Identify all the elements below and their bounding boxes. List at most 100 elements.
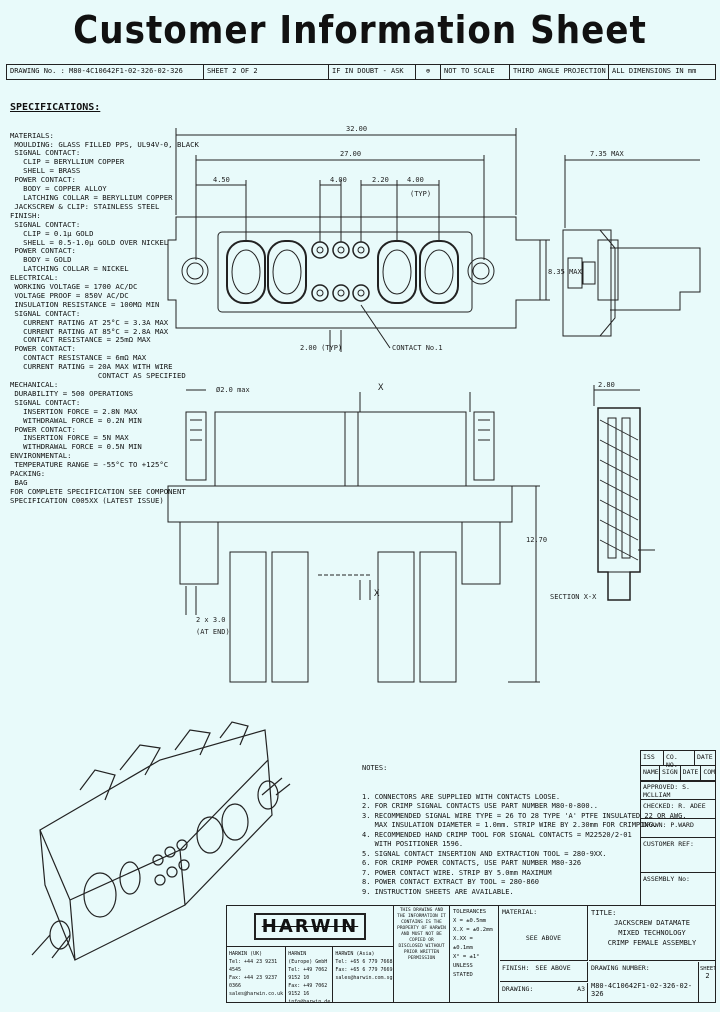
dim-32: 32.00 bbox=[346, 125, 367, 133]
note-line: 4. RECOMMENDED HAND CRIMP TOOL FOR SIGNA… bbox=[362, 830, 632, 839]
header-if-in-doubt: IF IN DOUBT - ASK bbox=[329, 65, 416, 79]
spec-line: POWER CONTACT: bbox=[10, 246, 76, 256]
dim-4-00b: 4.00 bbox=[407, 176, 424, 184]
rev-iss: ISS bbox=[641, 751, 664, 765]
dim-2-20: 2.20 bbox=[372, 176, 389, 184]
sheet-label: SHEET bbox=[700, 966, 716, 972]
office-fax: Fax: +44 23 9237 0366 bbox=[229, 975, 278, 989]
section-mark-x-bottom: X bbox=[374, 589, 380, 599]
office-name: HARWIN (Asia) bbox=[335, 951, 375, 957]
finish-value: SEE ABOVE bbox=[535, 964, 571, 972]
spec-line: POWER CONTACT: bbox=[10, 175, 76, 185]
notes-heading: NOTES: bbox=[362, 764, 388, 772]
approval-table: APPROVED: S. MCLLIAM CHECKED: R. ADEE DR… bbox=[640, 780, 716, 906]
note-line: WITH POSITIONER 1596. bbox=[362, 840, 464, 848]
office-tel: Tel: +49 7062 9152 10 bbox=[288, 967, 328, 981]
spec-line: DURABILITY = 500 OPERATIONS bbox=[10, 388, 134, 398]
spec-line: MECHANICAL: bbox=[10, 380, 59, 389]
finish-label: FINISH: bbox=[502, 964, 530, 972]
drawing-value: A3 bbox=[577, 985, 585, 993]
spec-line: LATCHING COLLAR = NICKEL bbox=[10, 264, 129, 274]
spec-line: POWER CONTACT: bbox=[10, 424, 76, 434]
spec-line: INSERTION FORCE = 5N MAX bbox=[10, 433, 129, 443]
note-line: 1. CONNECTORS ARE SUPPLIED WITH CONTACTS… bbox=[362, 792, 561, 801]
approved: APPROVED: S. MCLLIAM bbox=[641, 781, 715, 800]
note-line: 8. POWER CONTACT EXTRACT BY TOOL = 280-8… bbox=[362, 878, 540, 886]
spec-line: CONTACT RESISTANCE = 25mΩ MAX bbox=[10, 335, 151, 345]
note-line: 5. SIGNAL CONTACT INSERTION AND EXTRACTI… bbox=[362, 849, 607, 858]
dim-8-35: 8.35 MAX bbox=[548, 268, 583, 276]
spec-line: INSERTION FORCE = 2.8N MAX bbox=[10, 406, 138, 416]
header-sheet: SHEET 2 OF 2 bbox=[204, 65, 329, 79]
rev-date2: DATE bbox=[681, 766, 702, 781]
tol-2: X.X = ±0.2mm bbox=[453, 927, 493, 933]
spec-line: MOULDING: GLASS FILLED PPS, UL94V-0, BLA… bbox=[10, 139, 199, 149]
rev-sign: SIGN bbox=[660, 766, 681, 781]
spec-line: SHELL = BRASS bbox=[10, 166, 81, 176]
header-scale: NOT TO SCALE bbox=[441, 65, 510, 79]
rev-name: NAME bbox=[641, 766, 660, 781]
note-line: 3. RECOMMENDED SIGNAL WIRE TYPE = 26 TO … bbox=[362, 811, 687, 820]
page-title: Customer Information Sheet bbox=[73, 8, 647, 52]
spec-line: WITHDRAWAL FORCE = 0.2N MIN bbox=[10, 415, 142, 425]
dim-2-80: 2.80 bbox=[598, 381, 615, 389]
spec-line: CURRENT RATING AT 25°C = 3.3A MAX bbox=[10, 317, 169, 327]
contact-no1-label: CONTACT No.1 bbox=[392, 344, 443, 352]
tol-4: X° = ±1° bbox=[453, 954, 480, 960]
office-name: HARWIN (UK) bbox=[229, 951, 263, 957]
tolerances: TOLERANCES X = ±0.5mm X.X = ±0.2mm X.XX … bbox=[451, 906, 499, 1002]
notes: NOTES: 1. CONNECTORS ARE SUPPLIED WITH C… bbox=[362, 745, 687, 916]
spec-line: MATERIALS: bbox=[10, 130, 54, 140]
unless-stated: UNLESS STATED bbox=[453, 963, 473, 978]
drawing-number: M80-4C10642F1-02-326-02-326 bbox=[591, 982, 693, 998]
spec-line: BODY = COPPER ALLOY bbox=[10, 184, 107, 194]
dim-4-50: 4.50 bbox=[213, 176, 230, 184]
specifications-heading: SPECIFICATIONS: bbox=[10, 101, 101, 113]
spec-line: FOR COMPLETE SPECIFICATION SEE COMPONENT bbox=[10, 486, 186, 496]
office-fax: Fax: +65 6 779 7669 bbox=[335, 967, 393, 973]
title-line-3: CRIMP FEMALE ASSEMBLY bbox=[607, 939, 697, 947]
specifications-lines: MATERIALS: MOULDING: GLASS FILLED PPS, U… bbox=[10, 130, 199, 506]
spec-line: BAG bbox=[10, 477, 28, 487]
rev-co: CO. NO. bbox=[664, 751, 695, 769]
spec-line: CURRENT RATING = 20A MAX WITH WIRE bbox=[10, 362, 173, 372]
office-email[interactable]: info@harwin.de bbox=[288, 999, 331, 1003]
office-tel: Tel: +44 23 9231 4545 bbox=[229, 959, 278, 973]
drawn: DRAWN: P.WARD bbox=[641, 819, 715, 838]
spec-line: CONTACT RESISTANCE = 6mΩ MAX bbox=[10, 353, 147, 363]
dim-at-end: (AT END) bbox=[196, 628, 230, 636]
spec-line: CLIP = BERYLLIUM COPPER bbox=[10, 157, 125, 167]
checked: CHECKED: R. ADEE bbox=[641, 800, 715, 819]
header-bar: DRAWING No. : M80-4C10642F1-02-326-02-32… bbox=[6, 64, 716, 80]
spec-line: ELECTRICAL: bbox=[10, 273, 59, 283]
revision-table: ISS CO. NO. DATE NAME SIGN DATE COMPANY bbox=[640, 750, 716, 782]
spec-line: WITHDRAWAL FORCE = 0.5N MIN bbox=[10, 442, 142, 452]
office-tel: Tel: +65 6 779 7668 bbox=[335, 959, 393, 965]
material-label: MATERIAL: bbox=[502, 908, 538, 916]
dim-27: 27.00 bbox=[340, 150, 361, 158]
spec-line: LATCHING COLLAR = BERYLLIUM COPPER bbox=[10, 192, 173, 202]
office-fax: Fax: +49 7062 9152 16 bbox=[288, 983, 328, 997]
section-label: SECTION X-X bbox=[550, 593, 597, 601]
note-line: 9. INSTRUCTION SHEETS ARE AVAILABLE. bbox=[362, 887, 514, 896]
office-email[interactable]: sales@harwin.com.sg bbox=[335, 975, 393, 981]
spec-line: POWER CONTACT: bbox=[10, 344, 76, 354]
spec-line: CLIP = 0.1µ GOLD bbox=[10, 228, 94, 238]
drawing-label: DRAWING: bbox=[502, 985, 534, 993]
office-email[interactable]: sales@harwin.co.uk bbox=[229, 991, 284, 997]
section-mark-x-top: X bbox=[378, 383, 384, 393]
header-drawing-no: DRAWING No. : M80-4C10642F1-02-326-02-32… bbox=[7, 65, 204, 79]
dim-7-35: 7.35 MAX bbox=[590, 150, 625, 158]
tol-3: X.XX = ±0.1mm bbox=[453, 936, 473, 951]
title-line-2: MIXED TECHNOLOGY bbox=[618, 929, 686, 937]
spec-line: SHELL = 0.5-1.0µ GOLD OVER NICKEL bbox=[10, 237, 169, 247]
confidential-note: THIS DRAWING AND THE INFORMATION IT CONT… bbox=[394, 906, 450, 1002]
spec-line: SIGNAL CONTACT: bbox=[10, 308, 81, 318]
dim-4-00: 4.00 bbox=[330, 176, 347, 184]
